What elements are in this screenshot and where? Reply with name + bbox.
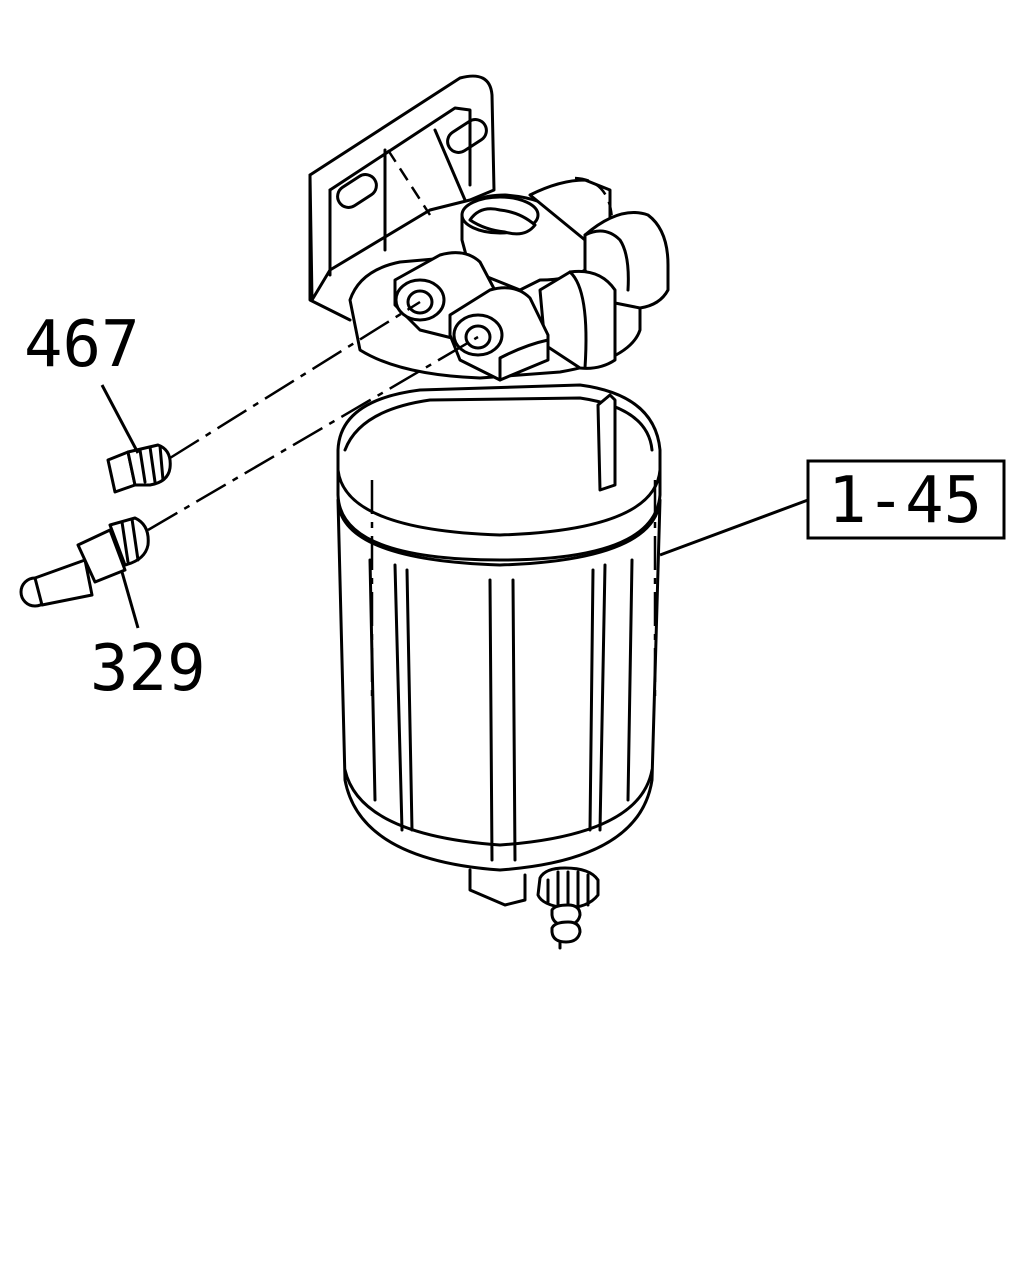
mounting-bracket [308, 74, 496, 322]
callout-box-1-45 [806, 459, 1006, 540]
part-329-fitting [19, 516, 150, 608]
callout-1-45: 1-45 [806, 459, 1006, 540]
leader-lines [100, 300, 809, 629]
callout-label-329: 329 [90, 632, 206, 706]
part-467-plug [106, 443, 172, 494]
callout-329: 329 [90, 632, 206, 706]
callout-label-467: 467 [24, 308, 140, 382]
filter-bowl [336, 383, 662, 950]
callout-467: 467 [24, 308, 140, 382]
callout-label-1-45: 1-45 [828, 464, 982, 538]
